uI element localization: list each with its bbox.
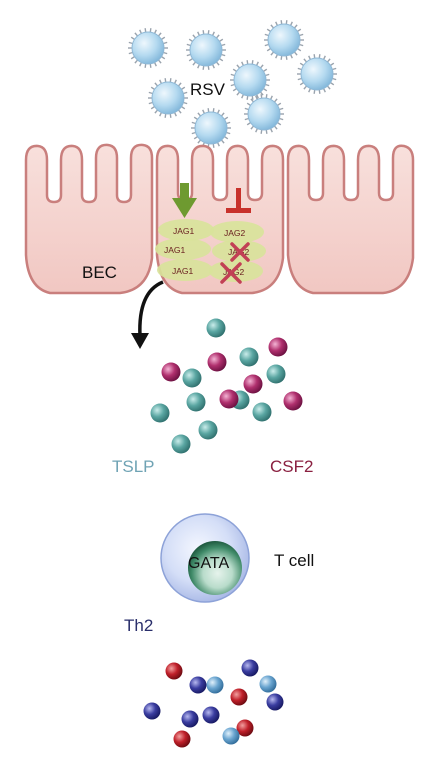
rsv-label: RSV — [190, 80, 226, 99]
red-particle — [165, 662, 183, 680]
tslp-particle — [239, 347, 259, 367]
jag1-oval — [157, 259, 213, 281]
t-cell-label: T cell — [274, 551, 314, 570]
rsv-virion — [191, 108, 231, 148]
tslp-particle — [186, 392, 206, 412]
jag1-ovals — [155, 219, 214, 281]
th2-label: Th2 — [124, 616, 153, 635]
rsv-virion — [230, 60, 270, 100]
cytokine-particles — [150, 318, 303, 454]
tslp-label: TSLP — [112, 457, 155, 476]
blue-particle — [222, 727, 240, 745]
navy-particle — [266, 693, 284, 711]
csf2-particle — [207, 352, 227, 372]
navy-particle — [143, 702, 161, 720]
gata-label: GATA — [188, 555, 230, 572]
csf2-particle — [219, 389, 239, 409]
csf2-particle — [243, 374, 263, 394]
jag1-label-top: JAG1 — [173, 226, 195, 236]
cross-marks — [220, 242, 250, 284]
red-particle — [173, 730, 191, 748]
red-particle — [236, 719, 254, 737]
red-particle — [230, 688, 248, 706]
epithelial-cell-right — [286, 144, 415, 295]
cross-icon — [220, 262, 242, 284]
epithelial-cell-left — [24, 143, 154, 295]
tslp-particle — [206, 318, 226, 338]
csf2-particle — [161, 362, 181, 382]
upregulation-arrow — [172, 183, 197, 218]
jag1-label-bot: JAG1 — [172, 266, 194, 276]
rsv-virion — [264, 20, 304, 60]
t-cell — [160, 513, 250, 603]
navy-particle — [241, 659, 259, 677]
navy-particle — [181, 710, 199, 728]
rsv-virion — [186, 30, 226, 70]
csf2-particle — [268, 337, 288, 357]
secretion-arrow — [131, 280, 164, 349]
jag2-label-top: JAG2 — [224, 228, 246, 238]
t-cell-nucleus — [188, 541, 242, 595]
tslp-particle — [182, 368, 202, 388]
navy-particle — [202, 706, 220, 724]
rsv-virion — [148, 78, 188, 118]
tslp-particle — [198, 420, 218, 440]
jag1-oval — [158, 219, 214, 241]
cross-icon — [230, 242, 250, 262]
blue-particle — [259, 675, 277, 693]
jag2-oval — [210, 221, 264, 243]
blue-particle — [206, 676, 224, 694]
jag1-oval — [155, 238, 211, 260]
jag1-label-mid: JAG1 — [164, 245, 186, 255]
tslp-particle — [266, 364, 286, 384]
rsv-virus-group — [128, 20, 337, 148]
tslp-particle — [252, 402, 272, 422]
th2-cytokine-particles — [143, 659, 284, 748]
tslp-particle — [150, 403, 170, 423]
rsv-virion — [128, 28, 168, 68]
csf2-label: CSF2 — [270, 457, 313, 476]
rsv-virion — [244, 94, 284, 134]
navy-particle — [189, 676, 207, 694]
inhibition-symbol — [226, 188, 251, 213]
rsv-virion — [297, 54, 337, 94]
tslp-particle — [171, 434, 191, 454]
bec-label: BEC — [82, 263, 117, 282]
csf2-particle — [283, 391, 303, 411]
